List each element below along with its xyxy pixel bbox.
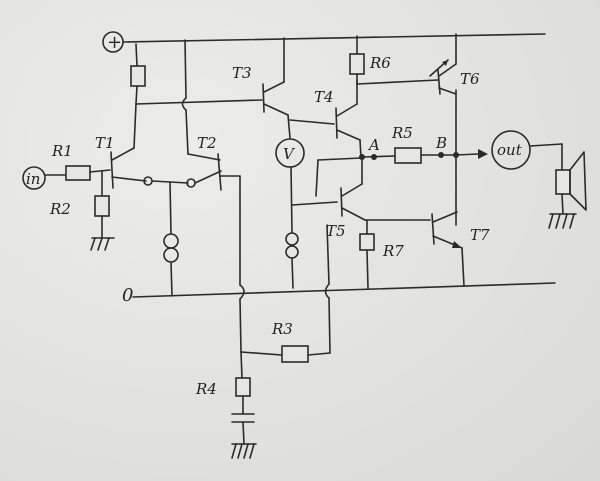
node-b-label: B xyxy=(435,134,447,152)
t2-label: T2 xyxy=(197,134,217,152)
t5-label: T5 xyxy=(326,222,346,240)
output-node-network xyxy=(315,89,531,226)
t4-label: T4 xyxy=(314,88,334,106)
output-label: out xyxy=(497,141,523,159)
input-label: in xyxy=(26,170,40,188)
t7-label: T7 xyxy=(470,226,490,244)
transistor-t7 xyxy=(431,211,465,287)
plus-label: + xyxy=(107,32,122,53)
feedback-network xyxy=(231,224,331,459)
r4-label: R4 xyxy=(195,380,217,398)
tail-current-source xyxy=(143,176,196,297)
t1-label: T1 xyxy=(95,134,115,152)
vbe-multiplier xyxy=(275,119,338,289)
r5-label: R5 xyxy=(391,124,413,142)
collector-resistor xyxy=(130,43,263,105)
speaker xyxy=(529,143,587,229)
transistor-t1 xyxy=(110,103,147,189)
meter-label: V xyxy=(283,145,296,163)
node-a-label: A xyxy=(367,136,380,154)
input-network xyxy=(22,165,115,251)
transistor-t3 xyxy=(262,37,291,139)
ground-rail xyxy=(132,282,556,298)
positive-rail xyxy=(102,31,546,53)
r7-label: R7 xyxy=(382,242,404,260)
r1-label: R1 xyxy=(51,142,73,160)
r3-label: R3 xyxy=(271,320,293,338)
t3-label: T3 xyxy=(232,64,252,82)
ground-label: 0 xyxy=(122,285,133,306)
transistor-t6 xyxy=(429,33,457,95)
transistor-t2 xyxy=(181,39,245,353)
transistor-t5 xyxy=(340,159,431,289)
t6-label: T6 xyxy=(460,70,480,88)
transistor-t4 xyxy=(335,79,362,159)
r6-label: R6 xyxy=(369,54,391,72)
resistor-r6 xyxy=(349,35,439,85)
r2-label: R2 xyxy=(49,200,71,218)
